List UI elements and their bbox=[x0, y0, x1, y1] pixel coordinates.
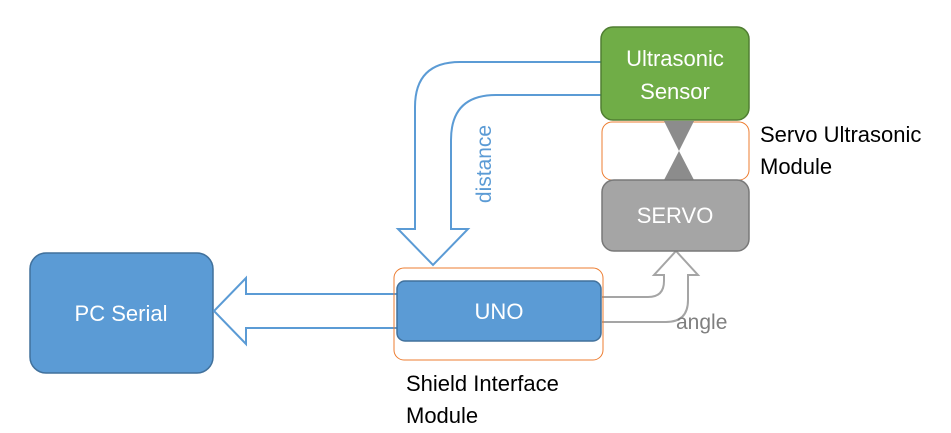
servo-ultrasonic-module-label-line1: Servo Ultrasonic bbox=[760, 122, 921, 147]
distance-label: distance bbox=[473, 125, 496, 203]
shield-interface-module-label-line2: Module bbox=[406, 403, 478, 428]
serial-output-arrow bbox=[212, 275, 397, 347]
servo-label: SERVO bbox=[637, 203, 714, 228]
shield-interface-module-label-line1: Shield Interface bbox=[406, 371, 559, 396]
ultrasonic-sensor-label-line1: Ultrasonic bbox=[626, 46, 724, 71]
uno-label: UNO bbox=[475, 299, 524, 324]
angle-label: angle bbox=[676, 311, 727, 334]
servo-ultrasonic-module-label-line2: Module bbox=[760, 154, 832, 179]
ultrasonic-sensor-node bbox=[600, 26, 750, 121]
servo-node bbox=[601, 179, 750, 252]
pc-serial-node bbox=[29, 252, 214, 374]
shield-interface-module-box bbox=[393, 267, 604, 361]
pc-serial-label: PC Serial bbox=[75, 301, 168, 326]
ultrasonic-sensor-label-line2: Sensor bbox=[640, 79, 710, 104]
distance-arrow bbox=[395, 61, 602, 267]
servo-coupler bbox=[664, 121, 694, 180]
uno-node bbox=[396, 280, 602, 342]
